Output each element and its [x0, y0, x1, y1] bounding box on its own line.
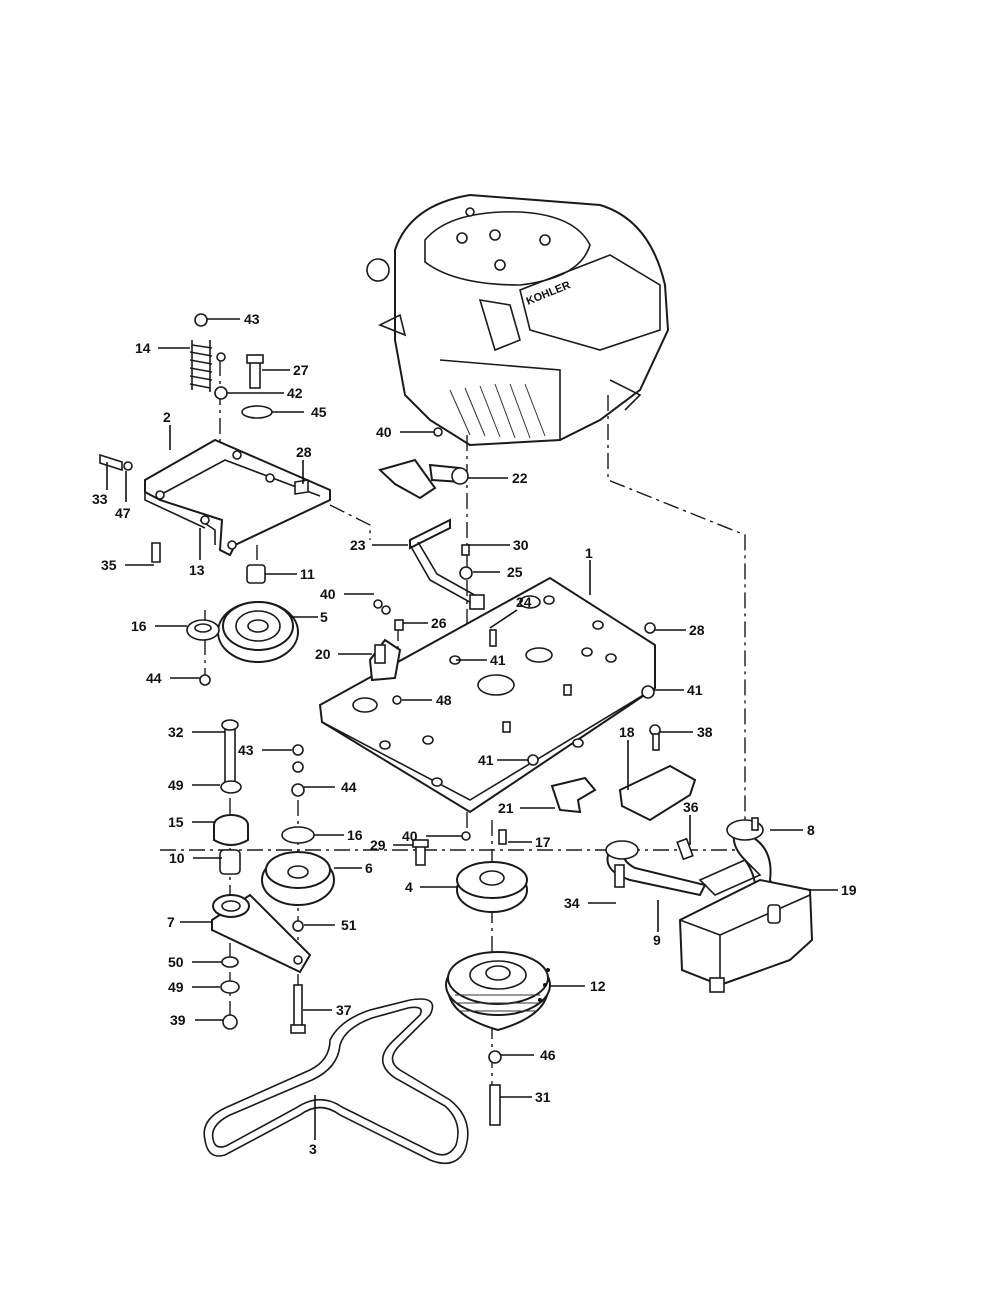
callout-17: 17 [535, 834, 551, 850]
pulley-5 [186, 564, 299, 686]
spring [189, 313, 213, 392]
callout-49b: 49 [168, 979, 184, 995]
callout-32: 32 [168, 724, 184, 740]
callout-44b: 44 [341, 779, 357, 795]
engine: KOHLER [366, 193, 670, 447]
callout-5: 5 [320, 609, 328, 625]
callout-27: 27 [293, 362, 309, 378]
callout-10: 10 [169, 850, 185, 866]
callout-31: 31 [535, 1089, 551, 1105]
callout-18: 18 [619, 724, 635, 740]
callout-40b: 40 [320, 586, 336, 602]
electric-clutch [445, 951, 551, 1126]
callout-46: 46 [540, 1047, 556, 1063]
callout-34: 34 [564, 895, 580, 911]
drive-belt [203, 998, 469, 1165]
callout-28: 28 [296, 444, 312, 460]
callout-36: 36 [683, 799, 699, 815]
engine-mount-plate [318, 576, 656, 814]
callout-51: 51 [341, 917, 357, 933]
muffler-assembly [605, 817, 814, 993]
callout-16: 16 [131, 618, 147, 634]
callout-9: 9 [653, 932, 661, 948]
callout-29: 29 [370, 837, 386, 853]
idler-bracket [144, 438, 331, 557]
callout-23: 23 [350, 537, 366, 553]
callout-41c: 41 [478, 752, 494, 768]
callout-30: 30 [513, 537, 529, 553]
callout-20: 20 [315, 646, 331, 662]
callout-43b: 43 [238, 742, 254, 758]
callout-13: 13 [189, 562, 205, 578]
callout-35: 35 [101, 557, 117, 573]
callout-24: 24 [516, 594, 532, 610]
callout-41: 41 [490, 652, 506, 668]
callout-43: 43 [244, 311, 260, 327]
callout-16b: 16 [347, 827, 363, 843]
callout-7: 7 [167, 914, 175, 930]
callout-2: 2 [163, 409, 171, 425]
callout-42: 42 [287, 385, 303, 401]
callout-48: 48 [436, 692, 452, 708]
callout-47: 47 [115, 505, 131, 521]
callout-6: 6 [365, 860, 373, 876]
callout-39: 39 [170, 1012, 186, 1028]
callout-11: 11 [300, 566, 315, 582]
brackets [527, 724, 697, 861]
fuel-lines [378, 458, 485, 610]
callout-1: 1 [585, 545, 593, 561]
hardware-top [99, 352, 309, 563]
callout-40: 40 [376, 424, 392, 440]
callout-26: 26 [431, 615, 447, 631]
callout-3: 3 [309, 1141, 317, 1157]
callout-40c: 40 [402, 828, 418, 844]
callout-15: 15 [168, 814, 184, 830]
callout-12: 12 [590, 978, 606, 994]
callout-22: 22 [512, 470, 528, 486]
engine-pulley [456, 861, 528, 913]
callout-4: 4 [405, 879, 413, 895]
callout-28b: 28 [689, 622, 705, 638]
callout-49: 49 [168, 777, 184, 793]
callout-50: 50 [168, 954, 184, 970]
callout-33: 33 [92, 491, 108, 507]
callouts: 1 2 3 4 5 6 7 8 9 10 11 12 13 [92, 311, 857, 1157]
callout-37: 37 [336, 1002, 352, 1018]
callout-14: 14 [135, 340, 151, 356]
callout-21: 21 [498, 800, 514, 816]
plate-hardware [368, 427, 656, 866]
pulley-6 [261, 744, 335, 1034]
callout-45: 45 [311, 404, 327, 420]
idler-arm-stack [211, 719, 312, 1030]
callout-19: 19 [841, 882, 857, 898]
callout-25: 25 [507, 564, 523, 580]
callout-38: 38 [697, 724, 713, 740]
callout-8: 8 [807, 822, 815, 838]
callout-41b: 41 [687, 682, 703, 698]
callout-44: 44 [146, 670, 162, 686]
